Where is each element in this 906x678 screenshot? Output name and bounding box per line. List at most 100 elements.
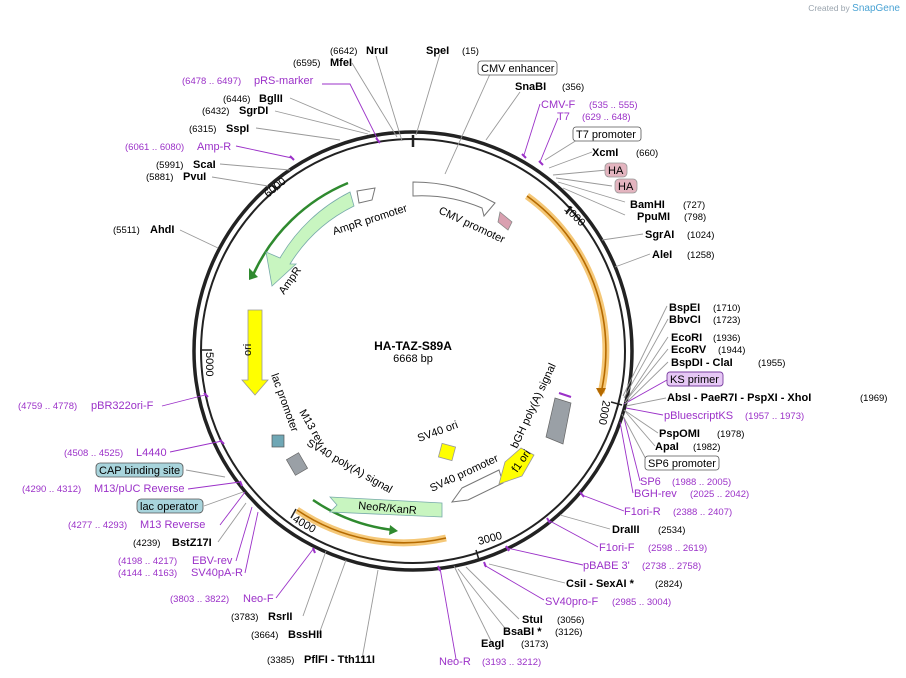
site-ecorv: EcoRV: [671, 344, 707, 356]
primer-pbluescriptks: pBluescriptKS: [664, 410, 733, 422]
tick-3000: [475, 549, 480, 561]
tick-label-6000: 6000: [262, 175, 288, 200]
primer-ebv-rev-pos: (4198 .. 4217): [118, 556, 177, 567]
site-scai: ScaI: [193, 159, 216, 171]
site-apai: ApaI: [655, 441, 679, 453]
feature-cap-binding-site: CAP binding site: [99, 465, 180, 477]
primer-ring-marks: [203, 137, 585, 572]
site-bspei: BspEI: [669, 302, 700, 314]
site-apai-pos: (1982): [693, 442, 720, 453]
site-eagi-pos: (3173): [521, 639, 548, 650]
site-csii-sexai: CsiI - SexAI *: [566, 578, 635, 590]
feature-ha-2: HA: [618, 181, 634, 193]
site-stui-pos: (3056): [557, 615, 584, 626]
green-arc-ampr-head: [249, 268, 258, 280]
backbone-outer-ring: [192, 130, 634, 572]
site-spei: SpeI: [426, 45, 449, 57]
primer-neo-r-pos: (3193 .. 3212): [482, 657, 541, 668]
primer-neo-r: Neo-R: [439, 656, 471, 668]
site-alei: AleI: [652, 249, 672, 261]
sv40-polya-label: SV40 poly(A) signal: [305, 437, 395, 496]
primer-m13-reverse-pos: (4277 .. 4293): [68, 520, 127, 531]
primer-neo-f-pos: (3803 .. 3822): [170, 594, 229, 605]
primer-pbr322ori-f: pBR322ori-F: [91, 400, 154, 412]
cmv-promoter-arrow: [412, 181, 496, 218]
site-bsabi: BsaBI *: [503, 626, 542, 638]
site-draiii-pos: (2534): [658, 525, 685, 536]
primer-box-ks: [666, 371, 724, 387]
site-bamhi: BamHI: [630, 199, 665, 211]
site-sgrai-pos: (1024): [687, 230, 714, 241]
site-absi-xhoi-pos: (1969): [860, 393, 887, 404]
plasmid-name: HA-TAZ-S89A: [374, 339, 452, 353]
site-nrui-pos: (6642): [330, 46, 357, 57]
snapgene-credit: Created by SnapGene: [808, 3, 900, 14]
leader-lines: [161, 53, 669, 660]
site-pflfi-tth111i: PflFI - Tth111I: [304, 654, 375, 666]
feature-lac-operator: lac operator: [140, 501, 198, 513]
tick-4000: [290, 508, 297, 519]
site-spei-pos: (15): [462, 46, 479, 57]
primer-cmv-f: CMV-F: [541, 99, 576, 111]
site-sgrdi: SgrDI: [239, 105, 268, 117]
primer-pbr322ori-f-pos: (4759 .. 4778): [18, 401, 77, 412]
site-snabi: SnaBI: [515, 81, 546, 93]
ha-tag-block: [497, 211, 513, 231]
site-ahdi: AhdI: [150, 224, 174, 236]
primer-bgh-rev-pos: (2025 .. 2042): [690, 489, 749, 500]
primer-sp6-pos: (1988 .. 2005): [672, 477, 731, 488]
orange-arc-arrow: [596, 388, 606, 397]
site-bsshii-pos: (3664): [251, 630, 278, 641]
ampr-promoter-arrow: [356, 187, 376, 204]
site-bspdi-clai-pos: (1955): [758, 358, 785, 369]
primer-t7-pos: (629 .. 648): [582, 112, 631, 123]
primer-m13puc-reverse: M13/pUC Reverse: [94, 483, 184, 495]
feature-box-ha-1: [604, 162, 628, 178]
primer-f1ori-r: F1ori-R: [624, 506, 661, 518]
tick-label-2000: 2000: [596, 399, 612, 425]
site-ecorv-pos: (1944): [718, 345, 745, 356]
site-sgrdi-pos: (6432): [202, 106, 229, 117]
f1-ori-arrow: [498, 447, 535, 485]
site-bstz17i: BstZ17I: [172, 537, 212, 549]
tick-1000: [565, 206, 573, 215]
site-xcmi: XcmI: [592, 147, 618, 159]
site-bsshii: BssHII: [288, 629, 322, 641]
primer-cmv-f-pos: (535 .. 555): [589, 100, 638, 111]
site-bglii-pos: (6446): [223, 94, 250, 105]
primer-f1ori-f-pos: (2598 .. 2619): [648, 543, 707, 554]
sv40-promoter-arrow: [450, 469, 504, 503]
primer-pbluescriptks-pos: (1957 .. 1973): [745, 411, 804, 422]
site-snabi-pos: (356): [562, 82, 584, 93]
primer-amp-r: Amp-R: [197, 141, 231, 153]
site-alei-pos: (1258): [687, 250, 714, 261]
green-arc-neo: [312, 498, 394, 532]
feature-t7-promoter: T7 promoter: [576, 129, 636, 141]
primer-t7: T7: [557, 111, 570, 123]
site-stui: StuI: [522, 614, 543, 626]
site-bbvci: BbvCI: [669, 314, 701, 326]
site-draiii: DraIII: [612, 524, 640, 536]
cmv-promoter-label: CMV promoter: [437, 205, 507, 246]
site-eagi: EagI: [481, 638, 504, 650]
site-pspomi: PspOMI: [659, 428, 700, 440]
sv40-ori-label: SV40 ori: [416, 419, 460, 445]
site-ecori-pos: (1936): [713, 333, 740, 344]
primer-sv40pro-f: SV40pro-F: [545, 596, 598, 608]
snapgene-logo: SnapGene: [852, 3, 900, 14]
primer-l4440: L4440: [136, 447, 167, 459]
feature-box-cap: [95, 462, 184, 478]
site-bamhi-pos: (727): [683, 200, 705, 211]
site-pvui: PvuI: [183, 171, 206, 183]
primer-f1ori-r-pos: (2388 .. 2407): [673, 507, 732, 518]
lac-promoter-label: lac promoter: [268, 372, 300, 434]
primer-sp6: SP6: [640, 476, 661, 488]
primer-sv40pa-r-pos: (4144 .. 4163): [118, 568, 177, 579]
ori-arrow: [241, 309, 269, 396]
primer-ks-primer: KS primer: [670, 374, 719, 386]
site-bspdi-clai: BspDI - ClaI: [671, 357, 733, 369]
site-csii-pos: (2824): [655, 579, 682, 590]
bgh-polya-block: [545, 397, 572, 445]
tick-label-5000: 5000: [203, 352, 215, 376]
